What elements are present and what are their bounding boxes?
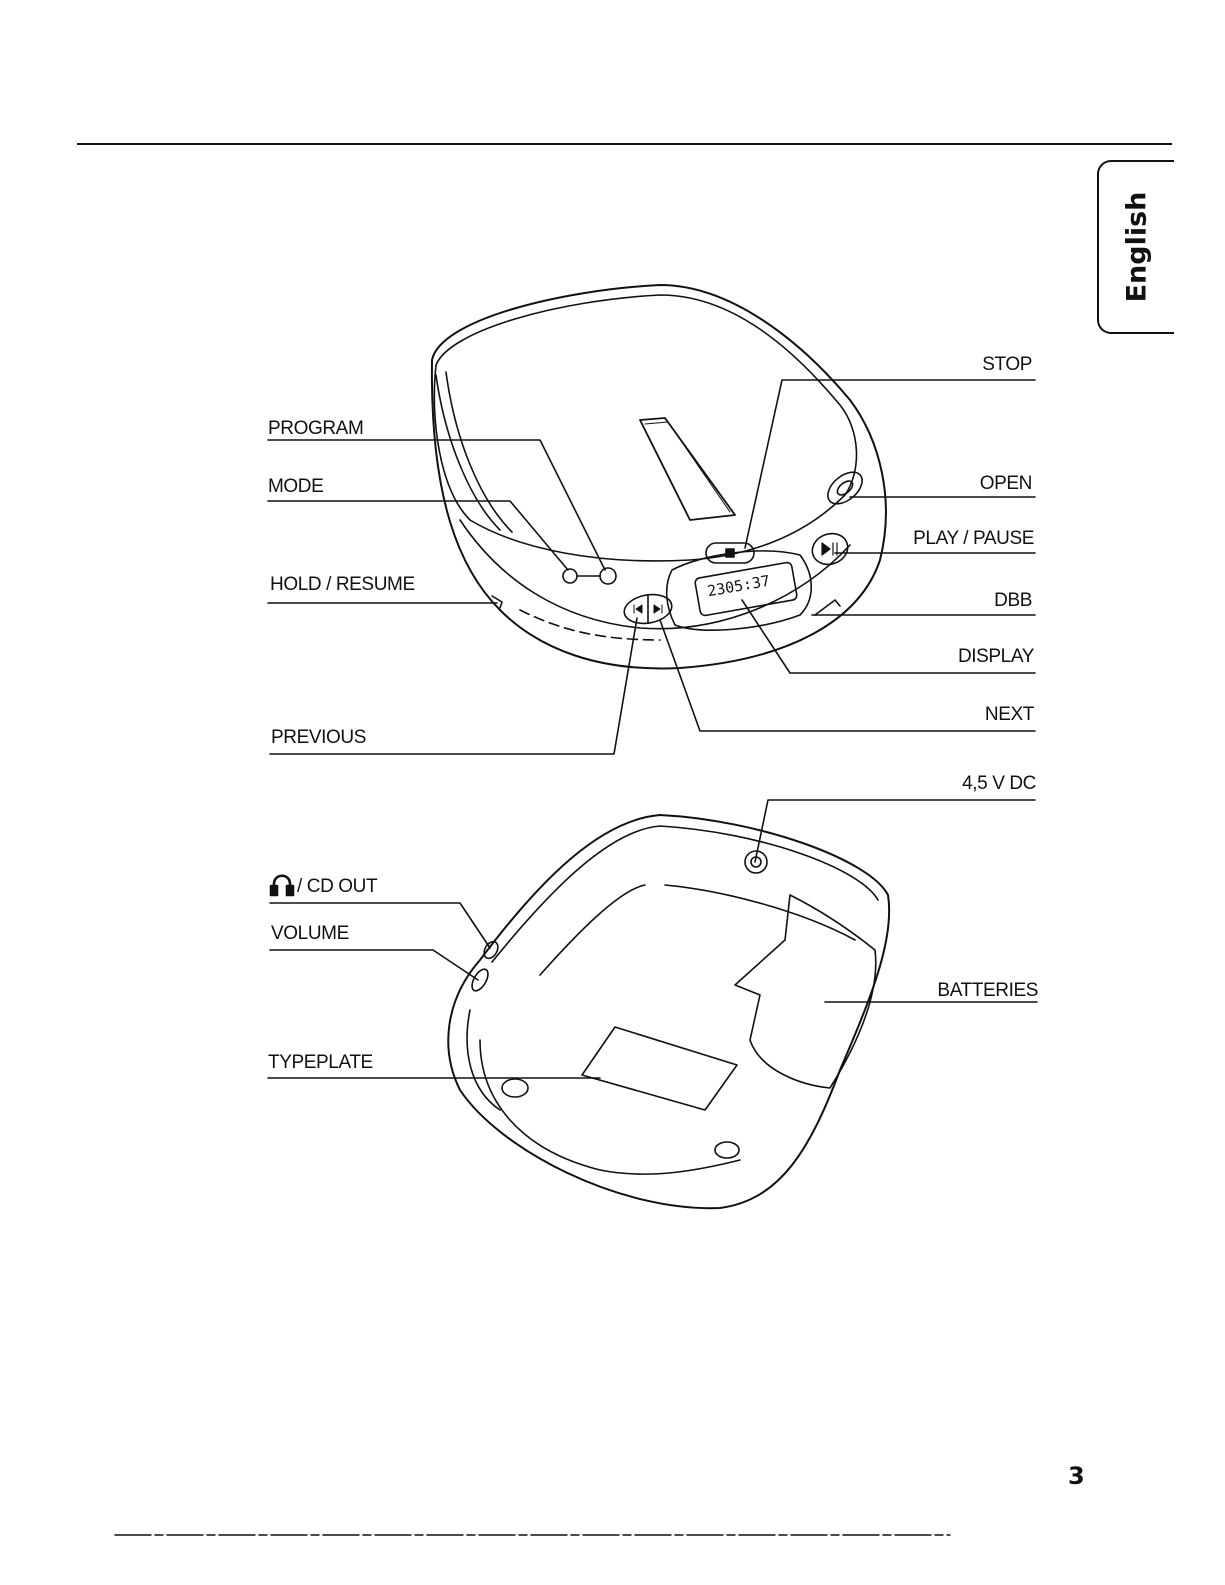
label-volume: VOLUME xyxy=(271,923,349,945)
label-open: OPEN xyxy=(900,473,1032,495)
next-icon xyxy=(654,605,662,613)
player-bottom-view xyxy=(268,800,1037,1208)
mode-leader xyxy=(268,501,568,570)
stop-icon xyxy=(726,549,734,557)
label-previous: PREVIOUS xyxy=(271,727,366,749)
label-display: DISPLAY xyxy=(900,646,1034,668)
player-lid xyxy=(434,295,856,561)
label-mode: MODE xyxy=(268,476,323,498)
label-next: NEXT xyxy=(930,704,1034,726)
previous-icon xyxy=(634,605,642,613)
label-program: PROGRAM xyxy=(268,418,363,440)
volume-leader xyxy=(270,950,478,980)
headphones-icon xyxy=(271,876,293,895)
program-button-shape xyxy=(600,568,616,584)
label-hold-resume: HOLD / RESUME xyxy=(270,574,415,596)
label-dbb: DBB xyxy=(930,590,1032,612)
label-stop: STOP xyxy=(940,354,1032,376)
foot-bottom xyxy=(715,1142,739,1158)
player-body-outline xyxy=(432,285,886,668)
player-top-view xyxy=(268,285,1035,754)
headphone-jack xyxy=(481,939,500,961)
open-slider-icon xyxy=(835,478,855,497)
lid-window xyxy=(640,418,735,520)
dbb-switch xyxy=(815,600,840,615)
open-slider-shape xyxy=(822,466,868,510)
underside-outline xyxy=(448,815,889,1208)
mode-button-shape xyxy=(563,569,577,583)
label-dc-in: 4,5 V DC xyxy=(900,773,1036,795)
stop-leader xyxy=(745,380,1035,548)
battery-compartment xyxy=(735,895,876,1088)
label-typeplate: TYPEPLATE xyxy=(268,1052,373,1074)
typeplate-shape xyxy=(582,1027,737,1110)
label-batteries: BATTERIES xyxy=(900,980,1038,1002)
page-number: 3 xyxy=(1068,1462,1085,1490)
label-play-pause: PLAY / PAUSE xyxy=(880,528,1034,550)
label-cd-out: / CD OUT xyxy=(297,876,377,898)
foot-left xyxy=(502,1079,528,1097)
